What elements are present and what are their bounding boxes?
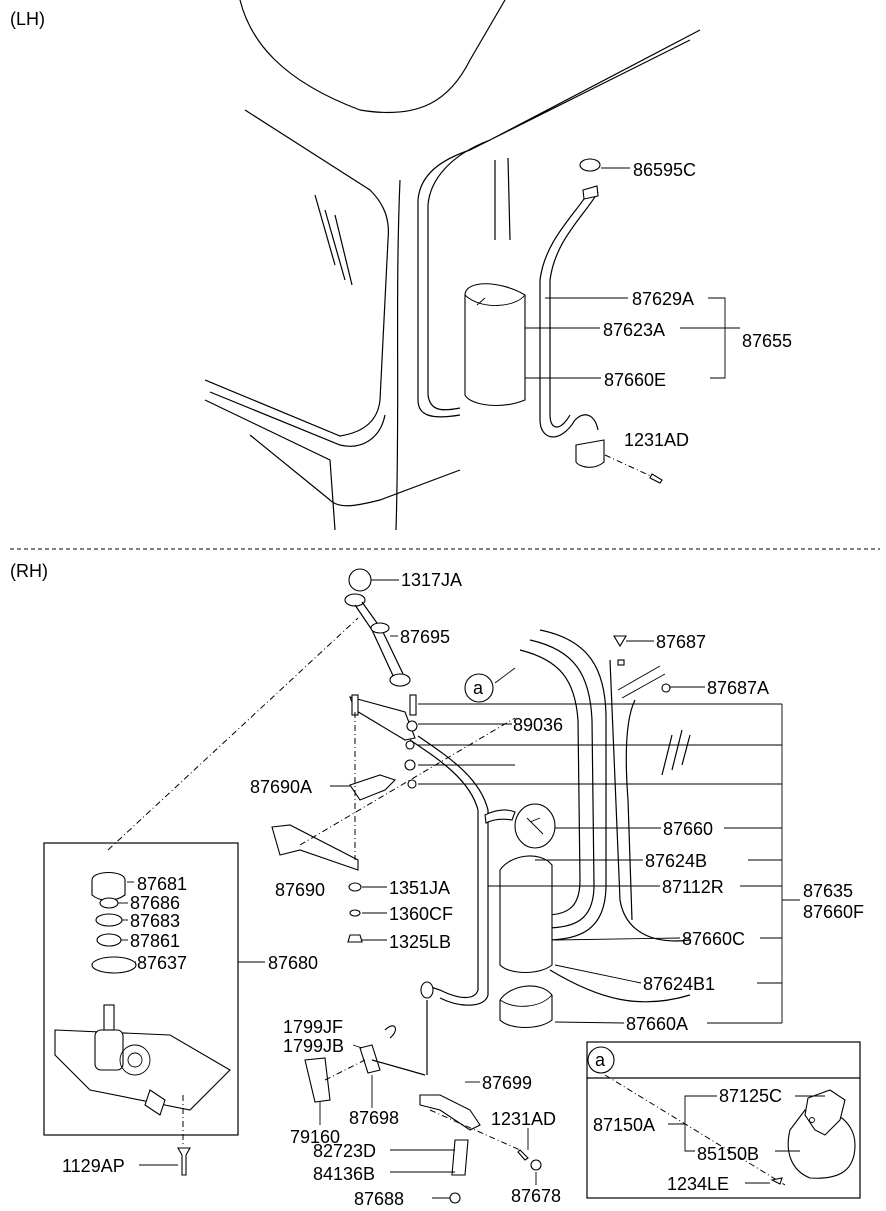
callout-a-arrow <box>494 667 516 684</box>
label-1799JF: 1799JF <box>283 1017 343 1037</box>
label-87686: 87686 <box>130 893 180 913</box>
label-87112R: 87112R <box>662 877 724 897</box>
label-87637: 87637 <box>137 953 187 973</box>
label-87660C: 87660C <box>682 929 745 949</box>
lh-leader-lines <box>525 167 740 484</box>
section-rh-label: (RH) <box>10 561 48 581</box>
motor-assembly-box <box>43 842 239 1136</box>
label-87660E: 87660E <box>604 370 666 390</box>
section-lh-label: (LH) <box>10 9 45 29</box>
label-86595C: 86595C <box>633 160 696 180</box>
label-1799JB: 1799JB <box>283 1036 344 1056</box>
label-87688: 87688 <box>354 1189 404 1209</box>
label-87635: 87635 <box>803 881 853 901</box>
label-87687: 87687 <box>656 632 706 652</box>
detail-a-label: a <box>595 1050 606 1070</box>
label-1351JA: 1351JA <box>389 878 450 898</box>
label-87623A: 87623A <box>603 320 665 340</box>
label-87624B1: 87624B1 <box>643 974 715 994</box>
label-1129AP: 1129AP <box>62 1156 125 1176</box>
label-87660A: 87660A <box>626 1014 688 1034</box>
lh-washer-reservoir <box>464 158 605 468</box>
label-87695: 87695 <box>400 627 450 647</box>
label-1325LB: 1325LB <box>389 932 451 952</box>
label-87687A: 87687A <box>707 678 769 698</box>
label-87655: 87655 <box>742 331 792 351</box>
label-89036: 89036 <box>513 715 563 735</box>
label-1234LE: 1234LE <box>667 1174 729 1194</box>
label-87150A: 87150A <box>593 1115 655 1135</box>
label-87678: 87678 <box>511 1186 561 1206</box>
label-87681: 87681 <box>137 874 187 894</box>
lh-vehicle-body-outline <box>204 0 701 531</box>
label-87861: 87861 <box>130 931 180 951</box>
label-84136B: 84136B <box>313 1164 375 1184</box>
label-1231AD-lh: 1231AD <box>624 430 689 450</box>
rh-dash-lines <box>107 617 786 1186</box>
label-87629A: 87629A <box>632 289 694 309</box>
label-82723D: 82723D <box>313 1141 376 1161</box>
label-87660F: 87660F <box>803 902 864 922</box>
label-87624B: 87624B <box>645 851 707 871</box>
label-87690A: 87690A <box>250 777 312 797</box>
label-1231AD-rh: 1231AD <box>491 1109 556 1129</box>
callout-a-label: a <box>473 678 484 698</box>
label-79160: 79160 <box>290 1127 340 1147</box>
label-87698: 87698 <box>349 1108 399 1128</box>
callout-a[interactable]: a <box>464 673 494 703</box>
label-1360CF: 1360CF <box>389 904 453 924</box>
label-87690: 87690 <box>275 880 325 900</box>
label-87660: 87660 <box>663 819 713 839</box>
label-87125C: 87125C <box>719 1086 782 1106</box>
label-85150B: 85150B <box>697 1144 759 1164</box>
detail-a-box: a <box>586 1041 861 1199</box>
label-87699: 87699 <box>482 1073 532 1093</box>
label-87683: 87683 <box>130 911 180 931</box>
label-87680: 87680 <box>268 953 318 973</box>
rh-linkage-parts <box>54 568 671 1204</box>
rh-vehicle-body-outline <box>519 629 691 1003</box>
label-1317JA: 1317JA <box>401 570 462 590</box>
rh-leader-lines <box>118 579 800 1199</box>
